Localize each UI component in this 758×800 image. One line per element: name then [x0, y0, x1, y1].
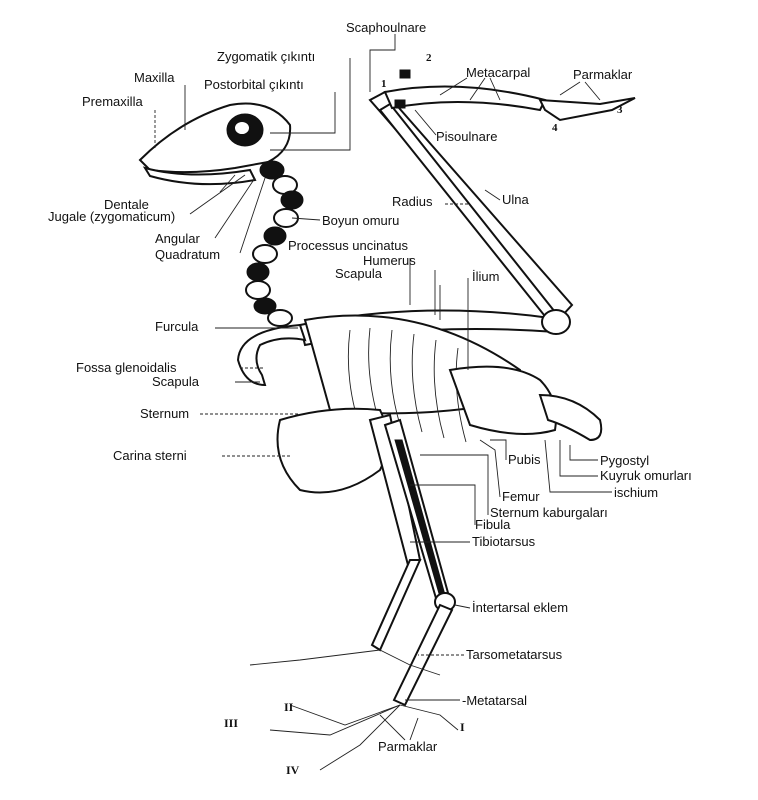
- toe-II: II: [284, 700, 294, 714]
- label-metacarpal: Metacarpal: [466, 65, 531, 80]
- label-angular: Angular: [155, 231, 200, 246]
- label-femur: Femur: [502, 489, 540, 504]
- label-tibiotarsus: Tibiotarsus: [472, 534, 536, 549]
- finger-bones: [538, 97, 636, 122]
- label-kuyruk: Kuyruk omurları: [600, 468, 692, 483]
- label-ischium: ischium: [614, 485, 659, 500]
- label-pubis: Pubis: [508, 452, 541, 467]
- label-parmaklar-foot: Parmaklar: [378, 739, 438, 754]
- lower-jaw: [142, 166, 257, 186]
- digit-4: 4: [552, 122, 558, 134]
- label-processus: Processus uncinatus: [288, 238, 408, 253]
- toes: [249, 649, 459, 771]
- label-boyun: Boyun omuru: [322, 213, 400, 228]
- pelvis: [448, 365, 557, 435]
- label-tarsometatarsus: Tarsometatarsus: [466, 647, 563, 662]
- label-jugale: Jugale (zygomaticum): [48, 209, 176, 224]
- sternum-bone: [276, 407, 389, 494]
- label-metatarsal: -Metatarsal: [462, 693, 528, 708]
- label-parmaklar-wing: Parmaklar: [573, 67, 633, 82]
- label-dentale: Dentale: [104, 197, 149, 212]
- label-pisoulnare: Pisoulnare: [436, 129, 498, 144]
- second-leg: [370, 559, 422, 652]
- label-carina: Carina sterni: [113, 448, 187, 463]
- label-furcula: Furcula: [155, 319, 199, 334]
- label-fossa: Fossa glenoidalis: [76, 360, 177, 375]
- metacarpal-bone: [383, 85, 547, 112]
- label-maxilla: Maxilla: [134, 70, 175, 85]
- ribs: [347, 327, 467, 443]
- neck-vertebrae: [245, 160, 304, 327]
- label-pygostyl: Pygostyl: [600, 453, 650, 468]
- label-scapula-top: Scapula: [335, 266, 382, 281]
- label-humerus: Humerus: [363, 253, 416, 268]
- furcula-bone: [236, 323, 307, 387]
- label-scaphoulnare: Scaphoulnare: [346, 20, 427, 35]
- label-ilium: İlium: [472, 269, 500, 284]
- digit-2: 2: [426, 52, 432, 64]
- digit-3: 3: [617, 104, 623, 116]
- label-intertarsal: İntertarsal eklem: [472, 600, 569, 615]
- leader-lines: [154, 34, 612, 741]
- label-radius: Radius: [392, 194, 433, 209]
- label-quadratum: Quadratum: [155, 247, 221, 262]
- label-ulna: Ulna: [502, 192, 529, 207]
- toe-III: III: [224, 716, 239, 730]
- label-postorbital: Postorbital çıkıntı: [204, 77, 304, 92]
- toe-IV: IV: [286, 763, 300, 777]
- digit-1: 1: [381, 78, 387, 90]
- label-scapula-left: Scapula: [152, 374, 199, 389]
- label-fibula: Fibula: [475, 517, 511, 532]
- label-sternum: Sternum: [140, 406, 190, 421]
- tail-vertebrae: [538, 393, 603, 442]
- toe-I: I: [460, 720, 465, 734]
- label-zygomatik: Zygomatik çıkıntı: [217, 49, 316, 64]
- label-sternum-kab: Sternum kaburgaları: [490, 505, 608, 520]
- elbow: [541, 309, 571, 335]
- label-premaxilla: Premaxilla: [82, 94, 143, 109]
